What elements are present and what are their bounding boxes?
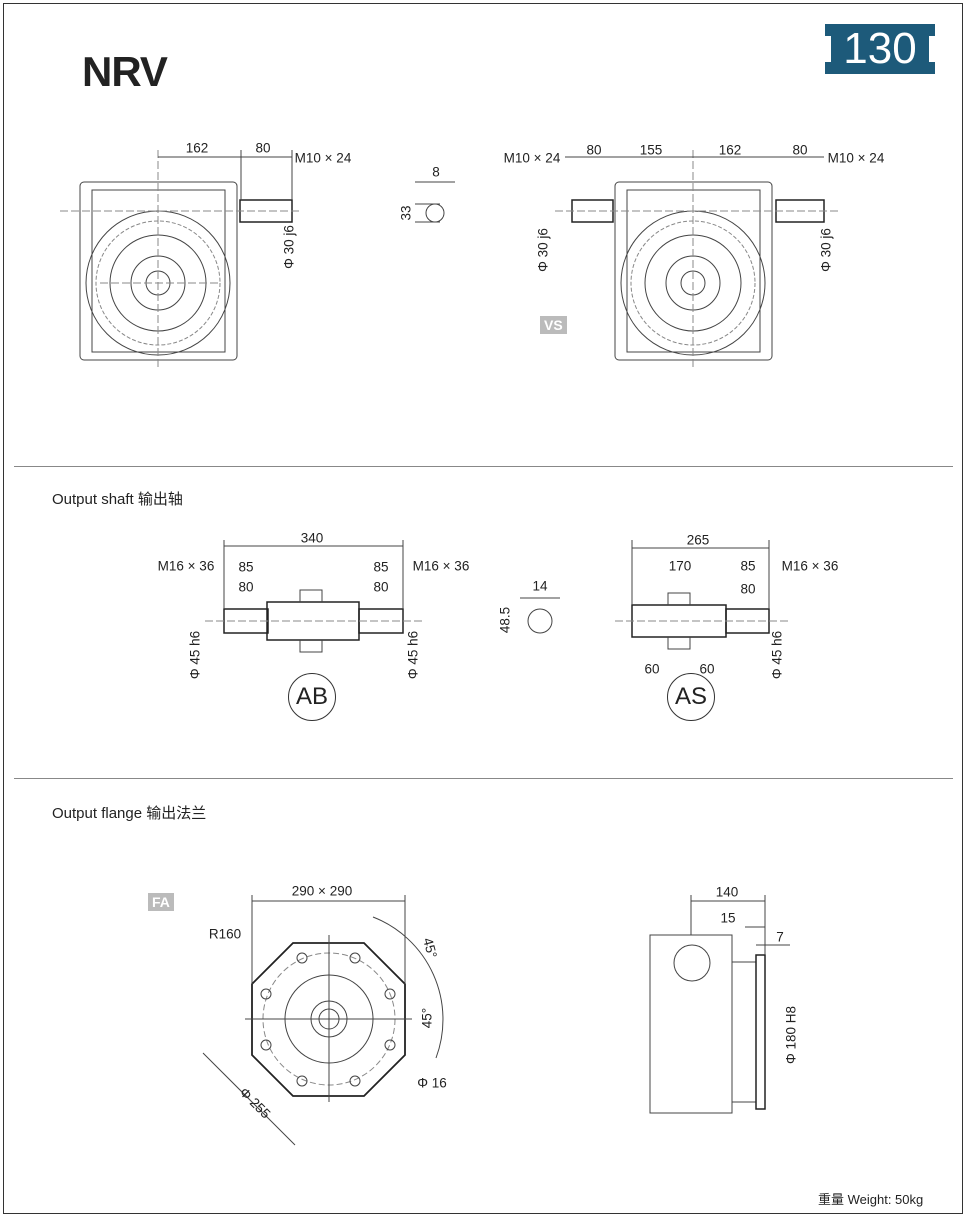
dim-162-right: 162 <box>718 142 742 158</box>
page-frame <box>3 3 963 1214</box>
as-85: 85 <box>740 558 756 574</box>
ab-dia-right: Φ 45 h6 <box>405 630 421 680</box>
as-dia: Φ 45 h6 <box>769 630 785 680</box>
vs-tag: VS <box>540 316 567 334</box>
input-key-section <box>415 181 455 223</box>
weight-label: 重量 Weight: 50kg <box>818 1192 924 1207</box>
thread-right-label: M10 × 24 <box>827 150 885 166</box>
fa-tag: FA <box>148 893 174 911</box>
size-badge: 130 <box>825 24 935 74</box>
angle-2: 45° <box>419 1007 435 1029</box>
page-title: NRV <box>82 48 168 95</box>
ab-thread-left: M16 × 36 <box>157 558 215 574</box>
as-170: 170 <box>668 558 692 574</box>
flange-square: 290 × 290 <box>291 883 353 899</box>
ab-right-85: 85 <box>373 559 389 575</box>
thread-label: M10 × 24 <box>294 150 352 166</box>
key-height: 33 <box>398 205 414 221</box>
ab-right-80: 80 <box>373 579 389 595</box>
flange-radius: R160 <box>208 926 242 942</box>
ab-thread-right: M16 × 36 <box>412 558 470 574</box>
output-shaft-heading: Output shaft 输出轴 <box>52 491 183 508</box>
out-key-width: 14 <box>532 578 548 594</box>
dim-80: 80 <box>255 140 271 156</box>
gearbox-front-right <box>555 150 840 370</box>
shaft-dia-left: Φ 30 j6 <box>535 228 551 272</box>
side-offset: 15 <box>720 910 736 926</box>
section-divider <box>14 778 953 779</box>
out-key-height: 48.5 <box>497 606 513 634</box>
flange-side-drawing <box>649 895 790 1114</box>
flange-front-drawing <box>202 895 444 1146</box>
key-width: 8 <box>432 164 440 180</box>
ab-total: 340 <box>300 530 324 546</box>
section-divider <box>14 466 953 467</box>
pilot-dia: Φ 180 H8 <box>783 1005 799 1065</box>
shaft-dia-right: Φ 30 j6 <box>818 228 834 272</box>
as-total: 265 <box>686 532 710 548</box>
as-thread: M16 × 36 <box>781 558 839 574</box>
as-label: AS <box>667 673 715 721</box>
thread-left-label: M10 × 24 <box>503 150 561 166</box>
output-key-section <box>520 597 560 634</box>
as-60-left: 60 <box>644 661 660 677</box>
as-80: 80 <box>740 581 756 597</box>
ab-label: AB <box>288 673 336 721</box>
dim-80-right: 80 <box>792 142 808 158</box>
gearbox-front-left <box>60 150 300 370</box>
ab-left-80: 80 <box>238 579 254 595</box>
dim-155: 155 <box>639 142 663 158</box>
ab-dia-left: Φ 45 h6 <box>187 630 203 680</box>
ab-left-85: 85 <box>238 559 254 575</box>
output-flange-heading: Output flange 输出法兰 <box>52 805 207 822</box>
side-thickness: 7 <box>776 929 784 945</box>
hole-dia: Φ 16 <box>417 1075 447 1091</box>
side-length: 140 <box>715 884 739 900</box>
dim-80-left: 80 <box>586 142 602 158</box>
shaft-as-drawing <box>615 540 790 650</box>
as-60-right: 60 <box>699 661 715 677</box>
shaft-ab-drawing <box>205 540 425 653</box>
shaft-dia-label: Φ 30 j6 <box>281 225 297 269</box>
dim-162: 162 <box>185 140 209 156</box>
